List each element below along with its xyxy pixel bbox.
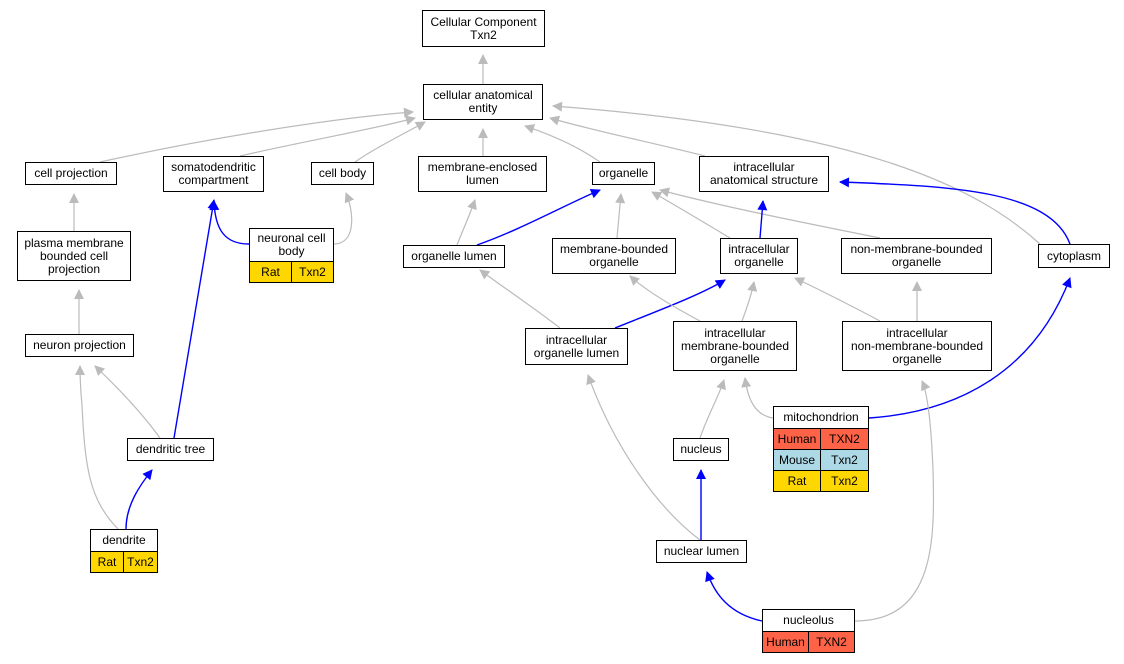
node-membrane-bounded-organelle[interactable]: membrane-bounded organelle [552, 238, 676, 274]
edge-mitochondrion-to-cytoplasm [868, 277, 1072, 419]
node-nucleus[interactable]: nucleus [673, 438, 729, 461]
node-nucleolus[interactable]: nucleolus [762, 609, 855, 632]
node-mitochondrion[interactable]: mitochondrion [773, 406, 869, 429]
edge-organelle_lumen-to-mel [456, 199, 477, 246]
edge-nuclear_lumen-to-iol [586, 374, 701, 541]
species-cell: Human [762, 631, 809, 653]
edge-dendritic_tree-to-neuron_projection [94, 365, 161, 439]
node-intracellular-organelle[interactable]: intracellular organelle [720, 238, 798, 274]
edge-nucleus-to-imbo [699, 379, 726, 439]
node-dendritic-tree[interactable]: dendritic tree [127, 438, 214, 461]
edge-cell_body-to-cae [354, 121, 426, 163]
node-intracellular-anatomical-structure[interactable]: intracellular anatomical structure [699, 156, 829, 192]
node-organelle-lumen[interactable]: organelle lumen [403, 245, 505, 268]
edge-iol-to-io [614, 279, 726, 329]
node-cell-body[interactable]: cell body [311, 162, 374, 185]
node-root[interactable]: Cellular Component Txn2 [422, 10, 545, 47]
species-cell: Rat [90, 551, 124, 573]
edge-cytoplasm-to-cae [552, 101, 1041, 245]
node-intracellular-non-membrane-bounded-organelle[interactable]: intracellular non-membrane-bounded organ… [842, 321, 992, 371]
node-nuclear-lumen[interactable]: nuclear lumen [656, 540, 747, 563]
node-non-membrane-bounded-organelle[interactable]: non-membrane-bounded organelle [841, 238, 992, 274]
node-neuronal-cell-body[interactable]: neuronal cell body [249, 228, 334, 262]
gene-cell: Txn2 [821, 449, 869, 471]
gene-cell: Txn2 [292, 261, 334, 283]
gene-cell: Txn2 [124, 551, 158, 573]
edge-cell_projection-to-cae [99, 107, 414, 163]
gene-cell: TXN2 [821, 428, 869, 450]
edge-cytoplasm-to-ias [839, 177, 1071, 245]
species-cell: Rat [773, 470, 821, 492]
edge-organelle-to-cae [524, 124, 601, 163]
node-intracellular-membrane-bounded-organelle[interactable]: intracellular membrane-bounded organelle [673, 321, 797, 371]
node-neuron-projection[interactable]: neuron projection [25, 334, 134, 357]
species-cell: Rat [249, 261, 292, 283]
edge-nucleolus-to-inmbo [854, 380, 935, 622]
species-cell: Mouse [773, 449, 821, 471]
edge-imbo-to-mbo [629, 275, 701, 322]
node-organelle[interactable]: organelle [592, 162, 655, 185]
edge-dendrite-to-neuron_projection [75, 365, 119, 530]
edge-dendritic_tree-to-somatodendritic [173, 199, 218, 439]
edge-inmbo-to-io [794, 277, 881, 322]
node-dendrite[interactable]: dendrite [90, 529, 158, 552]
node-cellular-anatomical-entity[interactable]: cellular anatomical entity [423, 84, 543, 120]
node-cell-projection[interactable]: cell projection [25, 162, 117, 185]
edge-iol-to-organelle_lumen [479, 269, 561, 329]
edge-mitochondrion-to-imbo [741, 377, 774, 419]
edge-nucleolus-to-nuclear_lumen [705, 571, 763, 622]
edge-mbo-to-organelle [615, 193, 626, 239]
edge-ias-to-cae [549, 115, 706, 157]
edge-organelle_lumen-to-organelle [476, 188, 601, 246]
edge-dendrite-to-dendritic_tree [125, 469, 153, 530]
edge-somatodendritic-to-cae [239, 115, 416, 157]
node-plasma-membrane-bounded-cell-projection[interactable]: plasma membrane bounded cell projection [17, 231, 131, 281]
edge-ncb-to-somatodendritic [209, 200, 250, 245]
edge-nmbo-to-organelle [659, 187, 881, 239]
edge-io-to-organelle [651, 191, 731, 239]
edge-ncb-to-cell_body [333, 192, 355, 245]
node-membrane-enclosed-lumen[interactable]: membrane-enclosed lumen [418, 156, 547, 192]
node-somatodendritic-compartment[interactable]: somatodendritic compartment [163, 156, 264, 192]
edge-io-to-ias [757, 200, 768, 239]
edge-imbo-to-io [741, 281, 758, 322]
gene-cell: Txn2 [821, 470, 869, 492]
species-cell: Human [773, 428, 821, 450]
node-cytoplasm[interactable]: cytoplasm [1038, 244, 1110, 268]
node-intracellular-organelle-lumen[interactable]: intracellular organelle lumen [525, 328, 628, 365]
gene-cell: TXN2 [809, 631, 855, 653]
